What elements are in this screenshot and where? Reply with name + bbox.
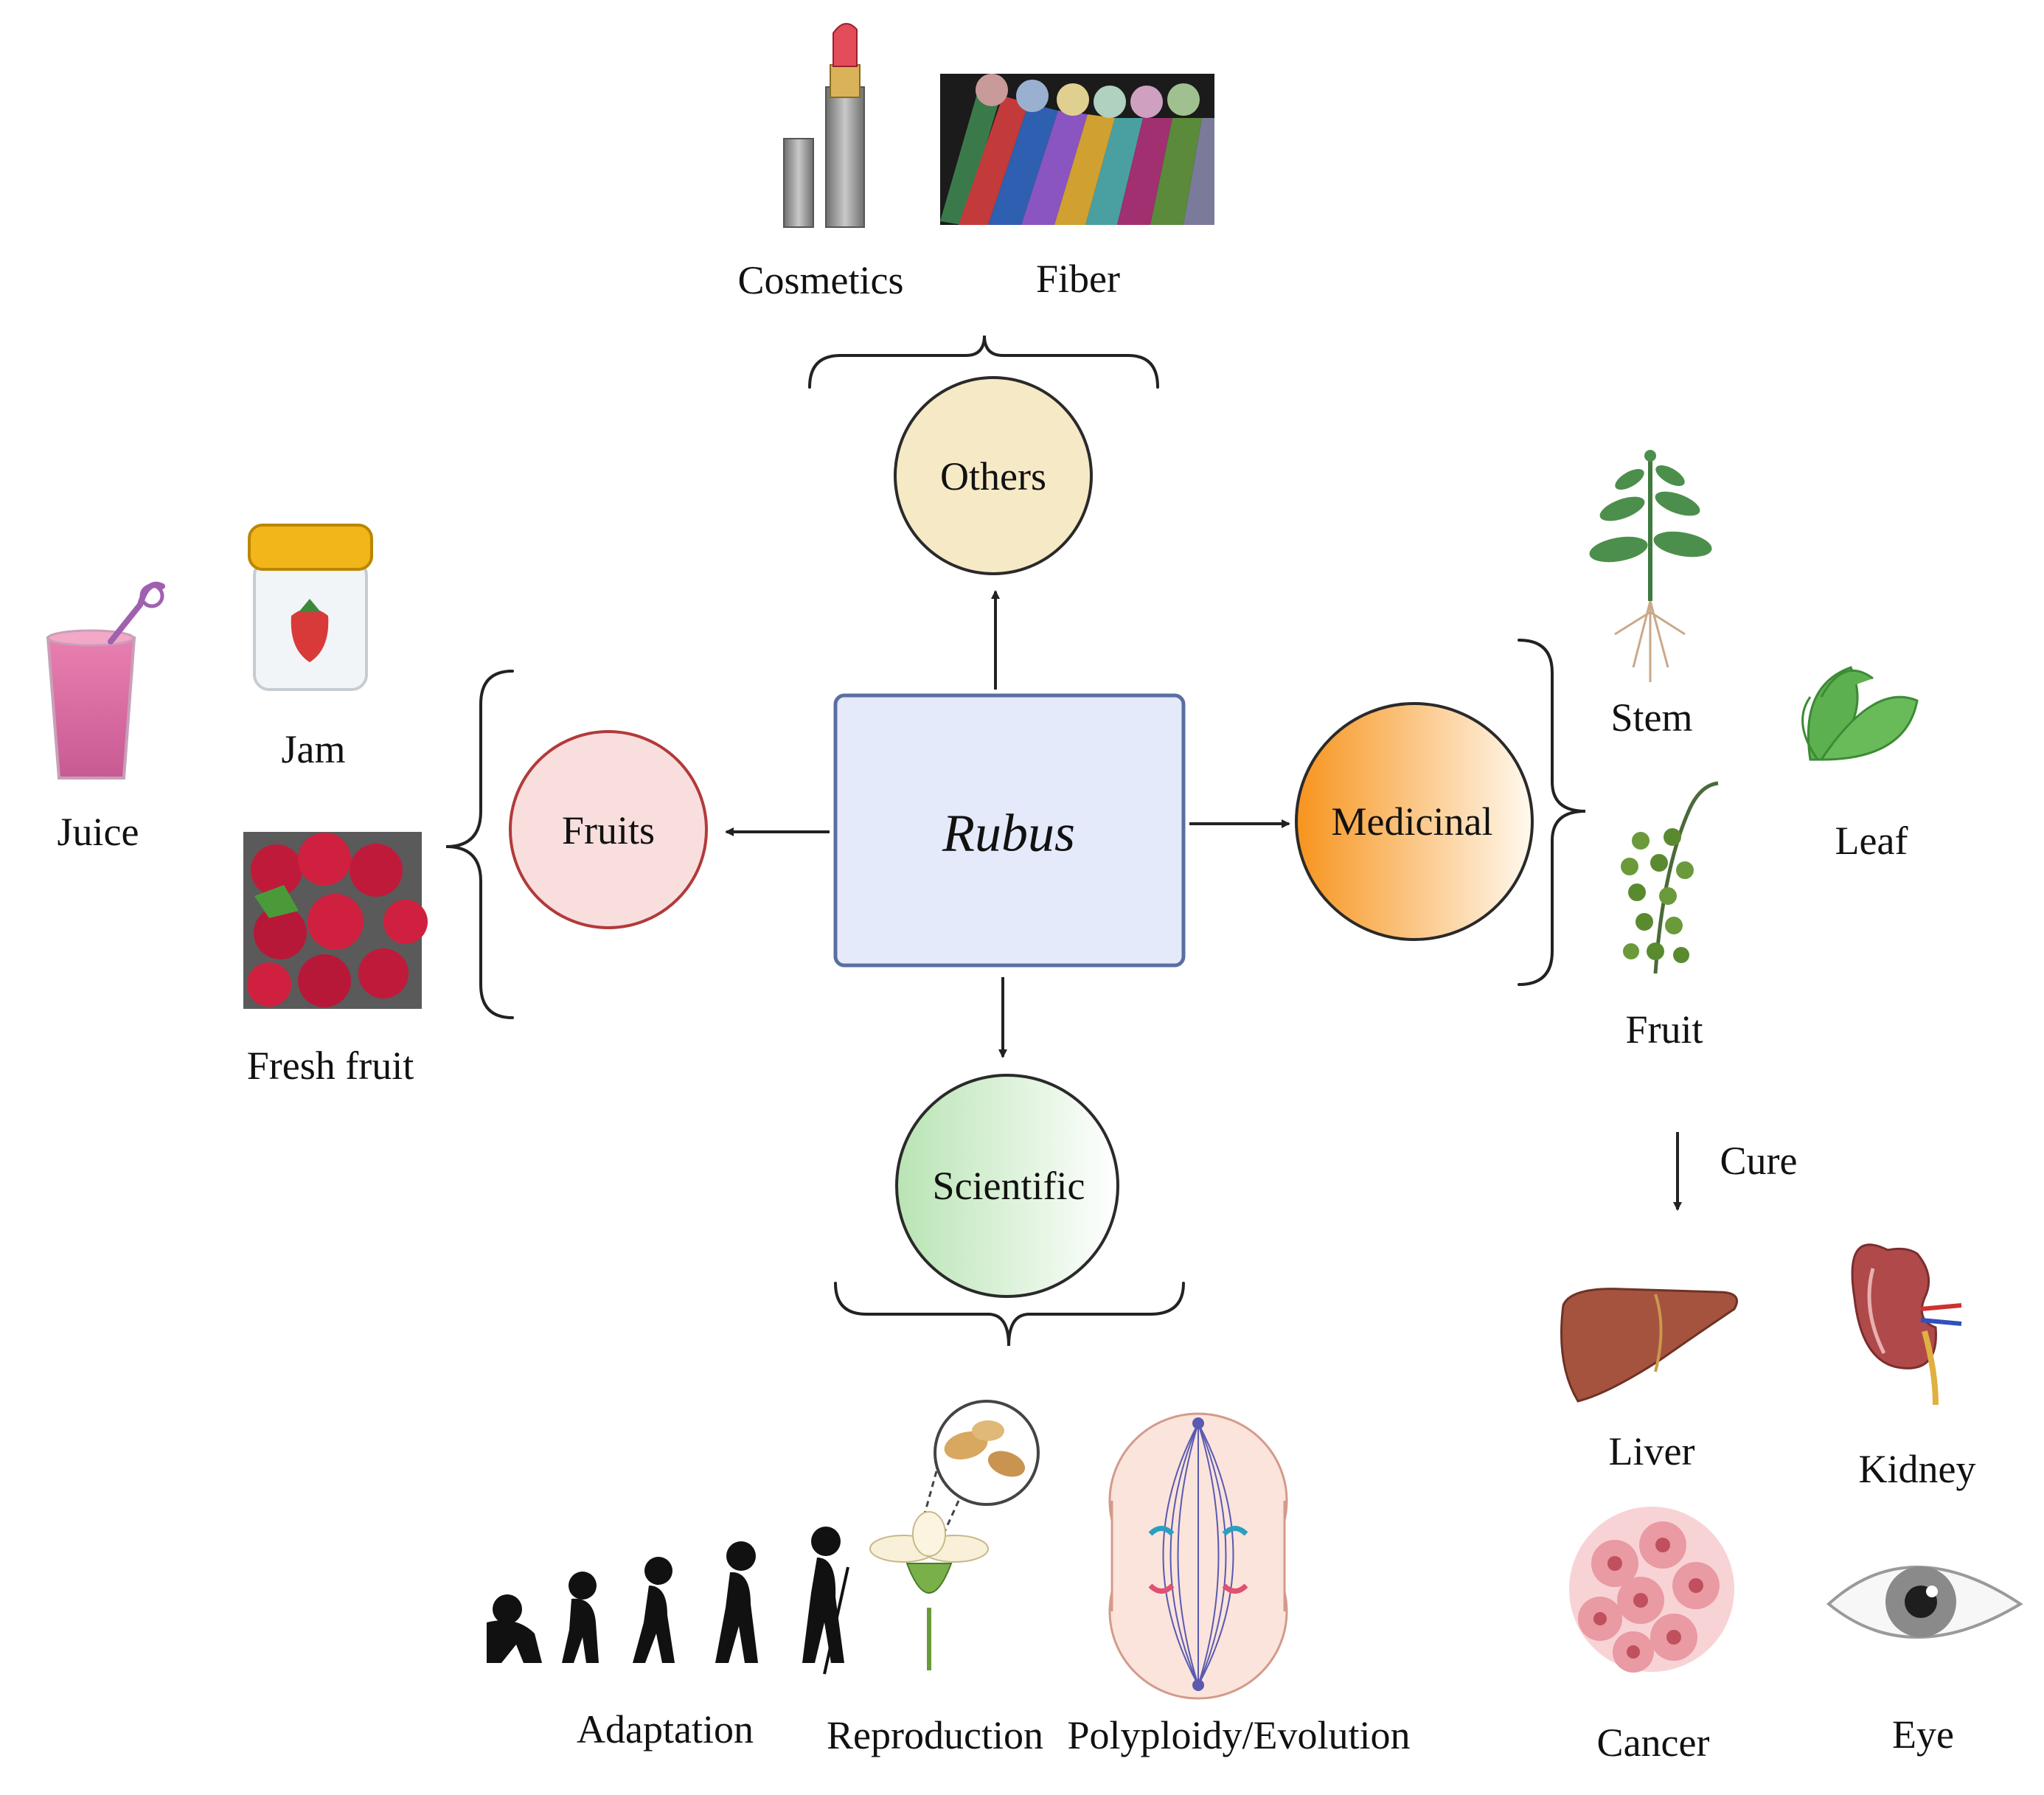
- cosmetics-label: Cosmetics: [737, 258, 904, 302]
- scientific-circle-label: Scientific: [932, 1164, 1085, 1208]
- kidney-icon: [1851, 1243, 1962, 1406]
- flower-pollen-icon: [869, 1400, 1040, 1670]
- jam-label: Jam: [281, 727, 346, 771]
- brace-fruits: [445, 670, 514, 1019]
- adaptation-label: Adaptation: [577, 1707, 754, 1751]
- rubus-center-label: Rubus: [942, 803, 1075, 863]
- kidney-label: Kidney: [1858, 1447, 1976, 1491]
- braces: [445, 335, 1586, 1347]
- cure-label: Cure: [1720, 1139, 1798, 1183]
- medicinal-circle-label: Medicinal: [1331, 799, 1493, 844]
- stem-label: Stem: [1610, 695, 1693, 740]
- polyploidy-evolution-label: Polyploidy/Evolution: [1067, 1713, 1411, 1757]
- brace-medicinal: [1518, 639, 1586, 986]
- others-circle: [894, 376, 1093, 575]
- brace-scientific: [834, 1282, 1185, 1347]
- connector-arrows: [725, 590, 1682, 1211]
- cell-division-icon: [1108, 1412, 1288, 1700]
- scientific-circle: [895, 1074, 1119, 1298]
- jam-jar-icon: [248, 524, 373, 691]
- others-circle-label: Others: [940, 454, 1046, 499]
- fabric-rolls-icon: [940, 74, 1214, 225]
- liver-label: Liver: [1608, 1429, 1695, 1473]
- plant-stem-icon: [1589, 450, 1712, 682]
- leaf-icon: [1801, 666, 1919, 761]
- juice-glass-icon: [46, 581, 165, 780]
- leaf-label: Leaf: [1835, 819, 1908, 863]
- medicinal-circle: [1295, 702, 1534, 941]
- fruit-cluster-icon: [1621, 781, 1719, 974]
- human-evolution-icon: [487, 1527, 849, 1675]
- reproduction-label: Reproduction: [827, 1713, 1043, 1757]
- liver-icon: [1560, 1288, 1738, 1403]
- juice-label: Juice: [57, 810, 139, 854]
- fresh-fruit-label: Fresh fruit: [246, 1044, 414, 1088]
- fruits-circle: [509, 730, 708, 929]
- fruits-circle-label: Fruits: [561, 808, 656, 853]
- rubus-center-box: [833, 693, 1186, 968]
- brace-others: [808, 335, 1159, 389]
- cancer-label: Cancer: [1596, 1721, 1710, 1765]
- raspberries-icon: [243, 832, 428, 1009]
- lipstick-icon: [783, 23, 865, 228]
- cancer-cells-icon: [1569, 1507, 1734, 1673]
- fiber-label: Fiber: [1036, 257, 1120, 301]
- fruit-label: Fruit: [1625, 1007, 1703, 1052]
- eye-label: Eye: [1892, 1712, 1954, 1757]
- eye-icon: [1826, 1566, 2023, 1639]
